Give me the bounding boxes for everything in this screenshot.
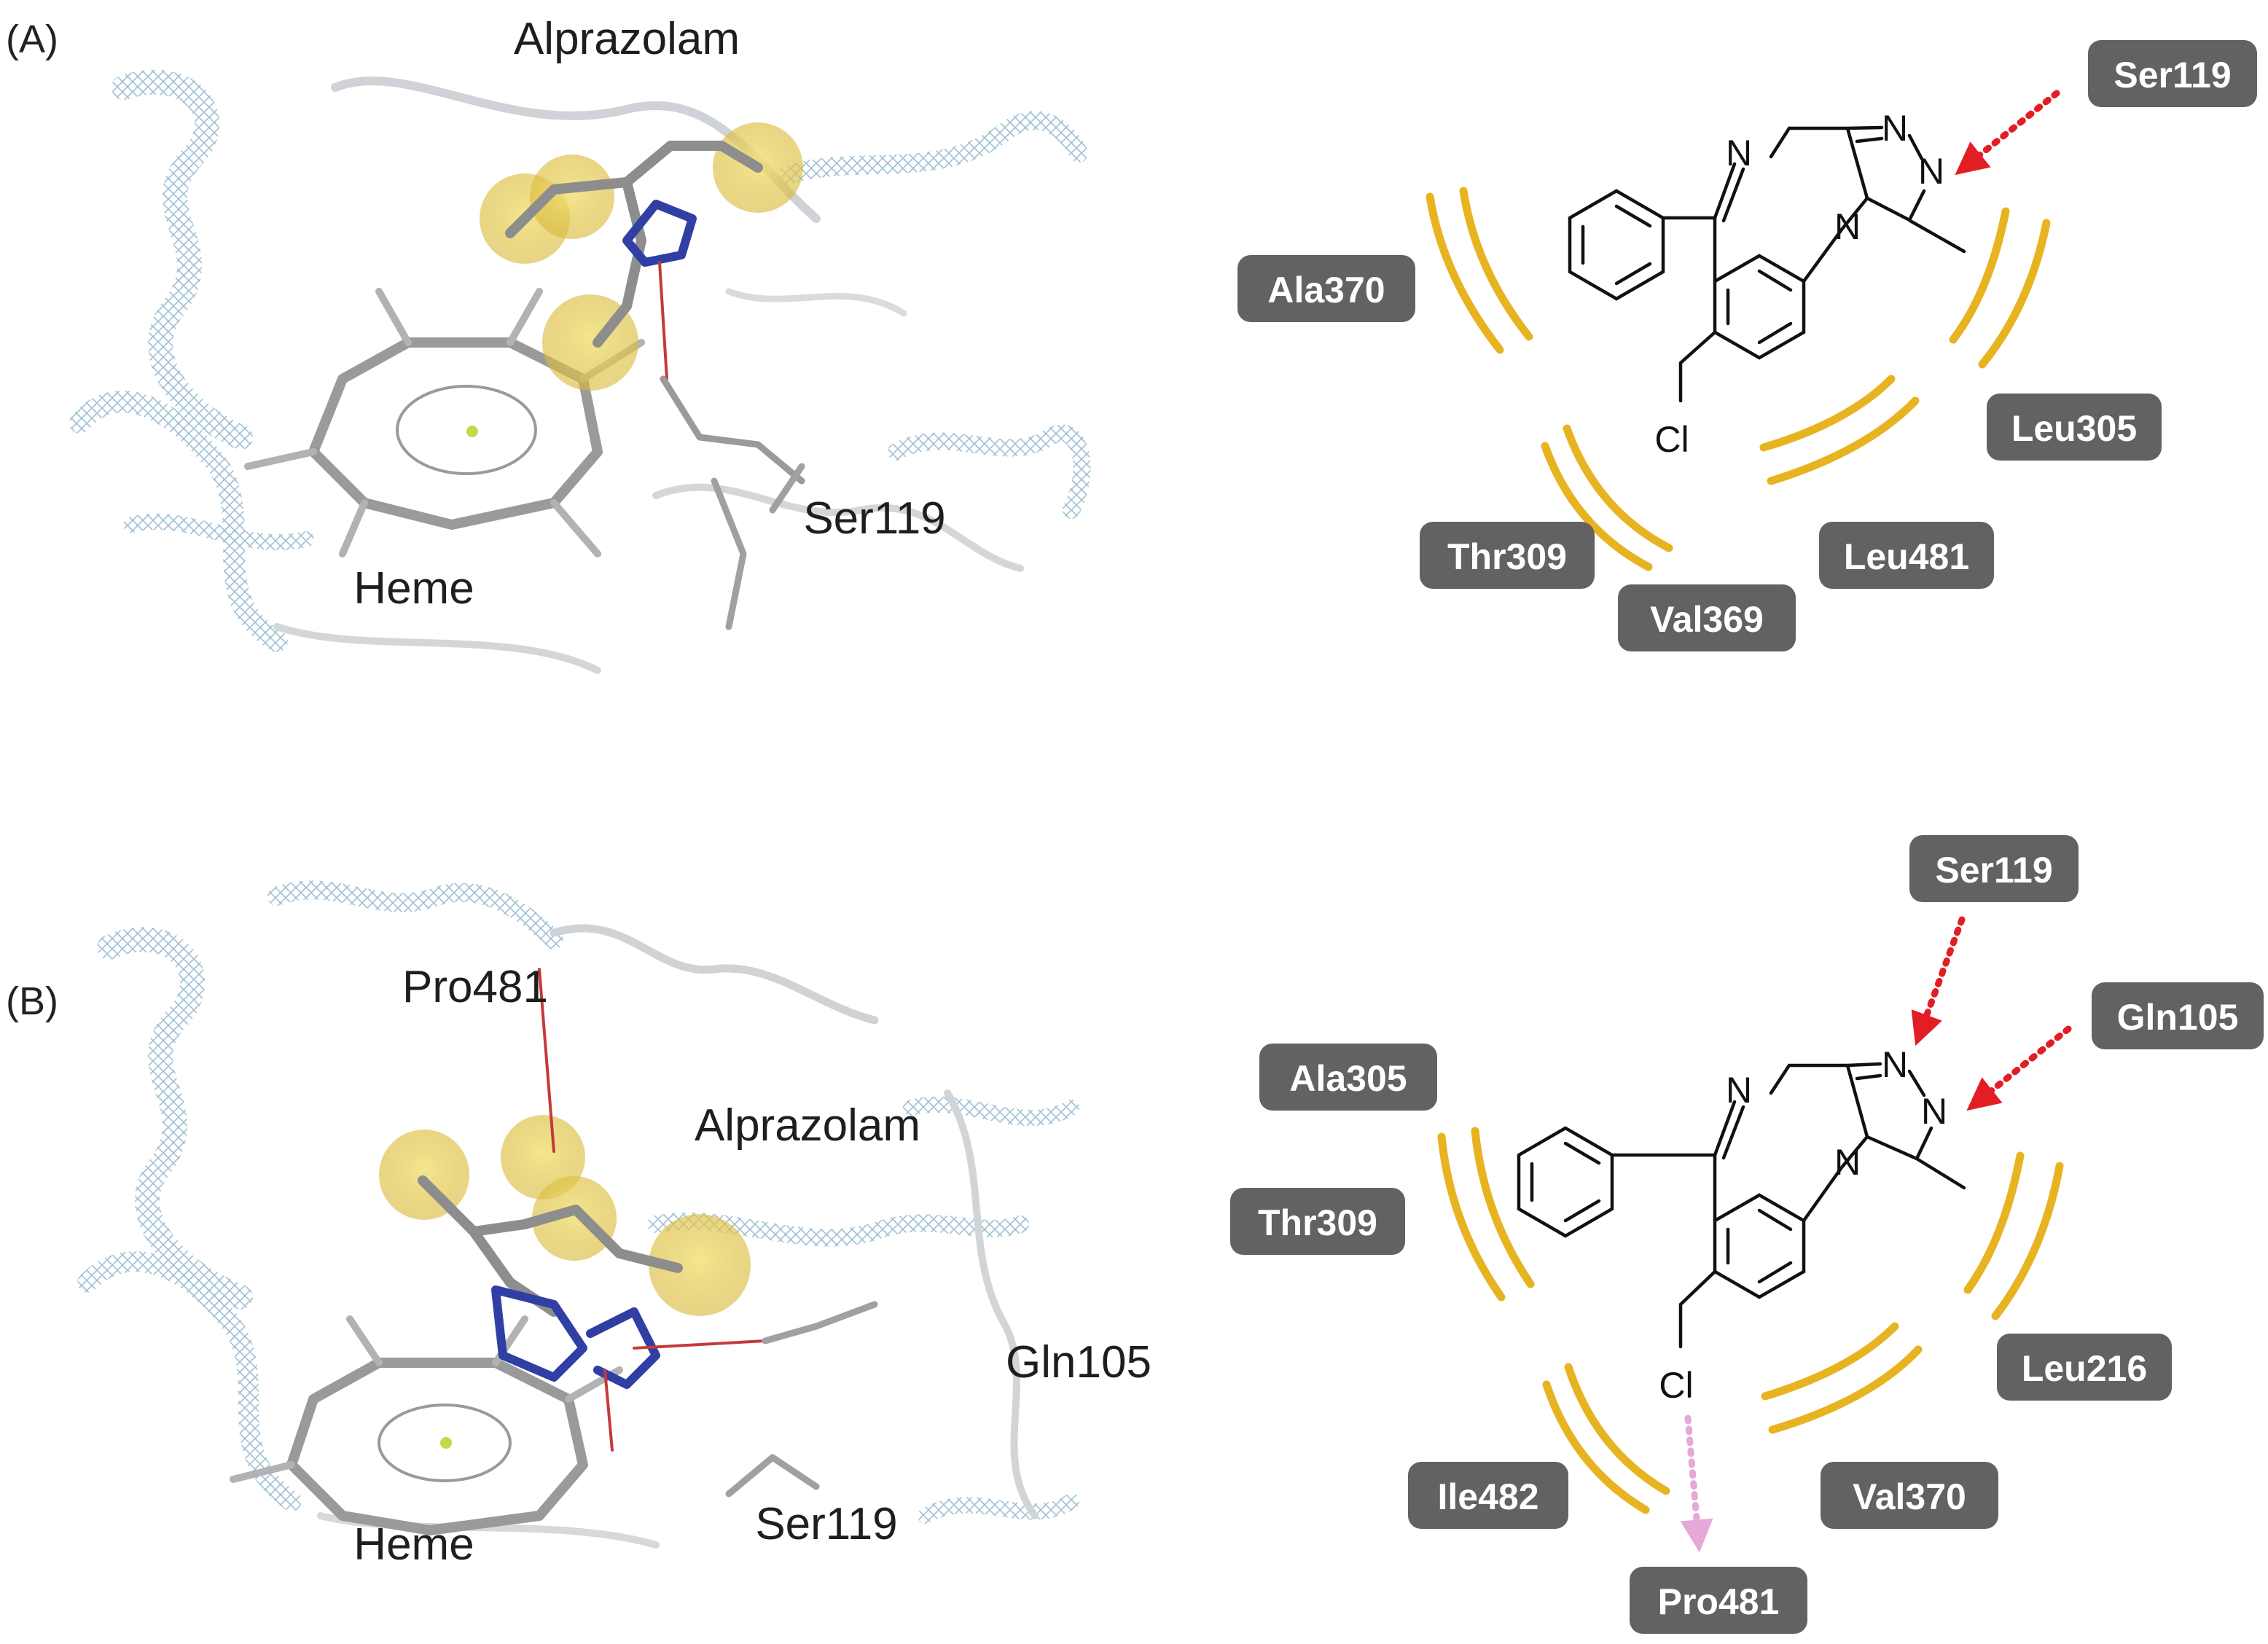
panel-a-ser119-label: Ser119: [803, 493, 945, 544]
svg-text:Ala305: Ala305: [1289, 1058, 1407, 1099]
hbond-arrow-gln105-b: [1966, 1025, 2072, 1111]
panel-b: (B): [6, 880, 1151, 1570]
panel-a-heme-label: Heme: [353, 563, 474, 614]
panel-b-letter: (B): [6, 979, 58, 1023]
residue-box-ser119-b: Ser119: [1909, 835, 2079, 902]
residue-box-thr309-b: Thr309: [1230, 1188, 1405, 1255]
panel-a-ligand-label: Alprazolam: [514, 14, 740, 64]
residue-box-leu216-b: Leu216: [1997, 1334, 2172, 1401]
svg-text:Val369: Val369: [1650, 599, 1764, 640]
panel-a-letter: (A): [6, 17, 58, 61]
panel-b-interaction-diagram: N N N N Cl Ser119 Gln105 Ala305: [1230, 835, 2264, 1634]
residue-box-leu305-a: Leu305: [1987, 394, 2162, 461]
svg-text:Thr309: Thr309: [1447, 536, 1567, 577]
hydrophobic-arcs-a: [1426, 187, 2051, 571]
panel-a-interaction-diagram: N N N N Cl Ser119 Ala370 Leu305: [1237, 40, 2257, 651]
panel-a: (A): [6, 14, 1091, 674]
atom-n3-b: N: [1921, 1091, 1947, 1132]
atom-n1-a: N: [1726, 133, 1752, 173]
residue-box-ser119-a: Ser119: [2088, 40, 2257, 107]
atom-n3-a: N: [1918, 151, 1944, 192]
atom-n4-b: N: [1834, 1142, 1861, 1183]
heme-model-b: [230, 1315, 623, 1535]
svg-text:Pro481: Pro481: [1658, 1581, 1780, 1622]
panel-b-ser119-label: Ser119: [755, 1499, 897, 1549]
residue-box-thr309-a: Thr309: [1420, 522, 1595, 589]
svg-text:Val370: Val370: [1853, 1476, 1966, 1517]
panel-b-ligand-label: Alprazolam: [695, 1100, 920, 1151]
svg-text:Ser119: Ser119: [2113, 55, 2231, 95]
panel-b-heme-label: Heme: [353, 1519, 474, 1570]
svg-text:Ala370: Ala370: [1267, 270, 1385, 310]
svg-text:Gln105: Gln105: [2117, 997, 2239, 1038]
residue-box-val370-b: Val370: [1821, 1462, 1998, 1529]
panel-b-gln105-label: Gln105: [1006, 1337, 1151, 1387]
svg-text:Ser119: Ser119: [1935, 850, 2052, 890]
halogen-arrow-pro481-b: [1680, 1414, 1713, 1553]
ligand-model: [480, 122, 805, 630]
alprazolam-2d-structure-a: [1568, 125, 1966, 403]
svg-text:Thr309: Thr309: [1258, 1202, 1377, 1243]
hbond-arrow-ser119-a: [1955, 90, 2060, 176]
panel-b-structure-render: [77, 880, 1079, 1549]
atom-cl-a: Cl: [1654, 419, 1689, 460]
hydrophobic-arcs-b: [1437, 1127, 2064, 1514]
svg-text:Leu216: Leu216: [2022, 1348, 2147, 1389]
alprazolam-2d-structure-b: [1517, 1062, 1966, 1349]
svg-text:Ile482: Ile482: [1437, 1476, 1538, 1517]
protein-ribbon-mesh: [69, 69, 1091, 652]
atom-n2-a: N: [1882, 108, 1908, 149]
svg-text:Leu481: Leu481: [1844, 536, 1969, 577]
panel-b-pro481-label: Pro481: [402, 962, 548, 1012]
svg-text:Leu305: Leu305: [2011, 408, 2137, 449]
residue-box-leu481-a: Leu481: [1819, 522, 1994, 589]
ligand-model-b: [379, 968, 878, 1498]
hbond-arrow-ser119-b: [1911, 916, 1966, 1046]
residue-box-gln105-b: Gln105: [2092, 982, 2264, 1049]
atom-n4-a: N: [1834, 206, 1861, 247]
atom-n1-b: N: [1726, 1070, 1752, 1111]
residue-box-ala370-a: Ala370: [1237, 255, 1415, 322]
atom-cl-b: Cl: [1659, 1365, 1693, 1406]
residue-box-pro481-b: Pro481: [1630, 1567, 1807, 1634]
panel-a-structure-render: [69, 69, 1091, 674]
residue-box-ala305-b: Ala305: [1259, 1044, 1437, 1111]
residue-box-val369-a: Val369: [1618, 584, 1796, 651]
residue-box-ile482-b: Ile482: [1408, 1462, 1568, 1529]
atom-n2-b: N: [1882, 1044, 1908, 1085]
